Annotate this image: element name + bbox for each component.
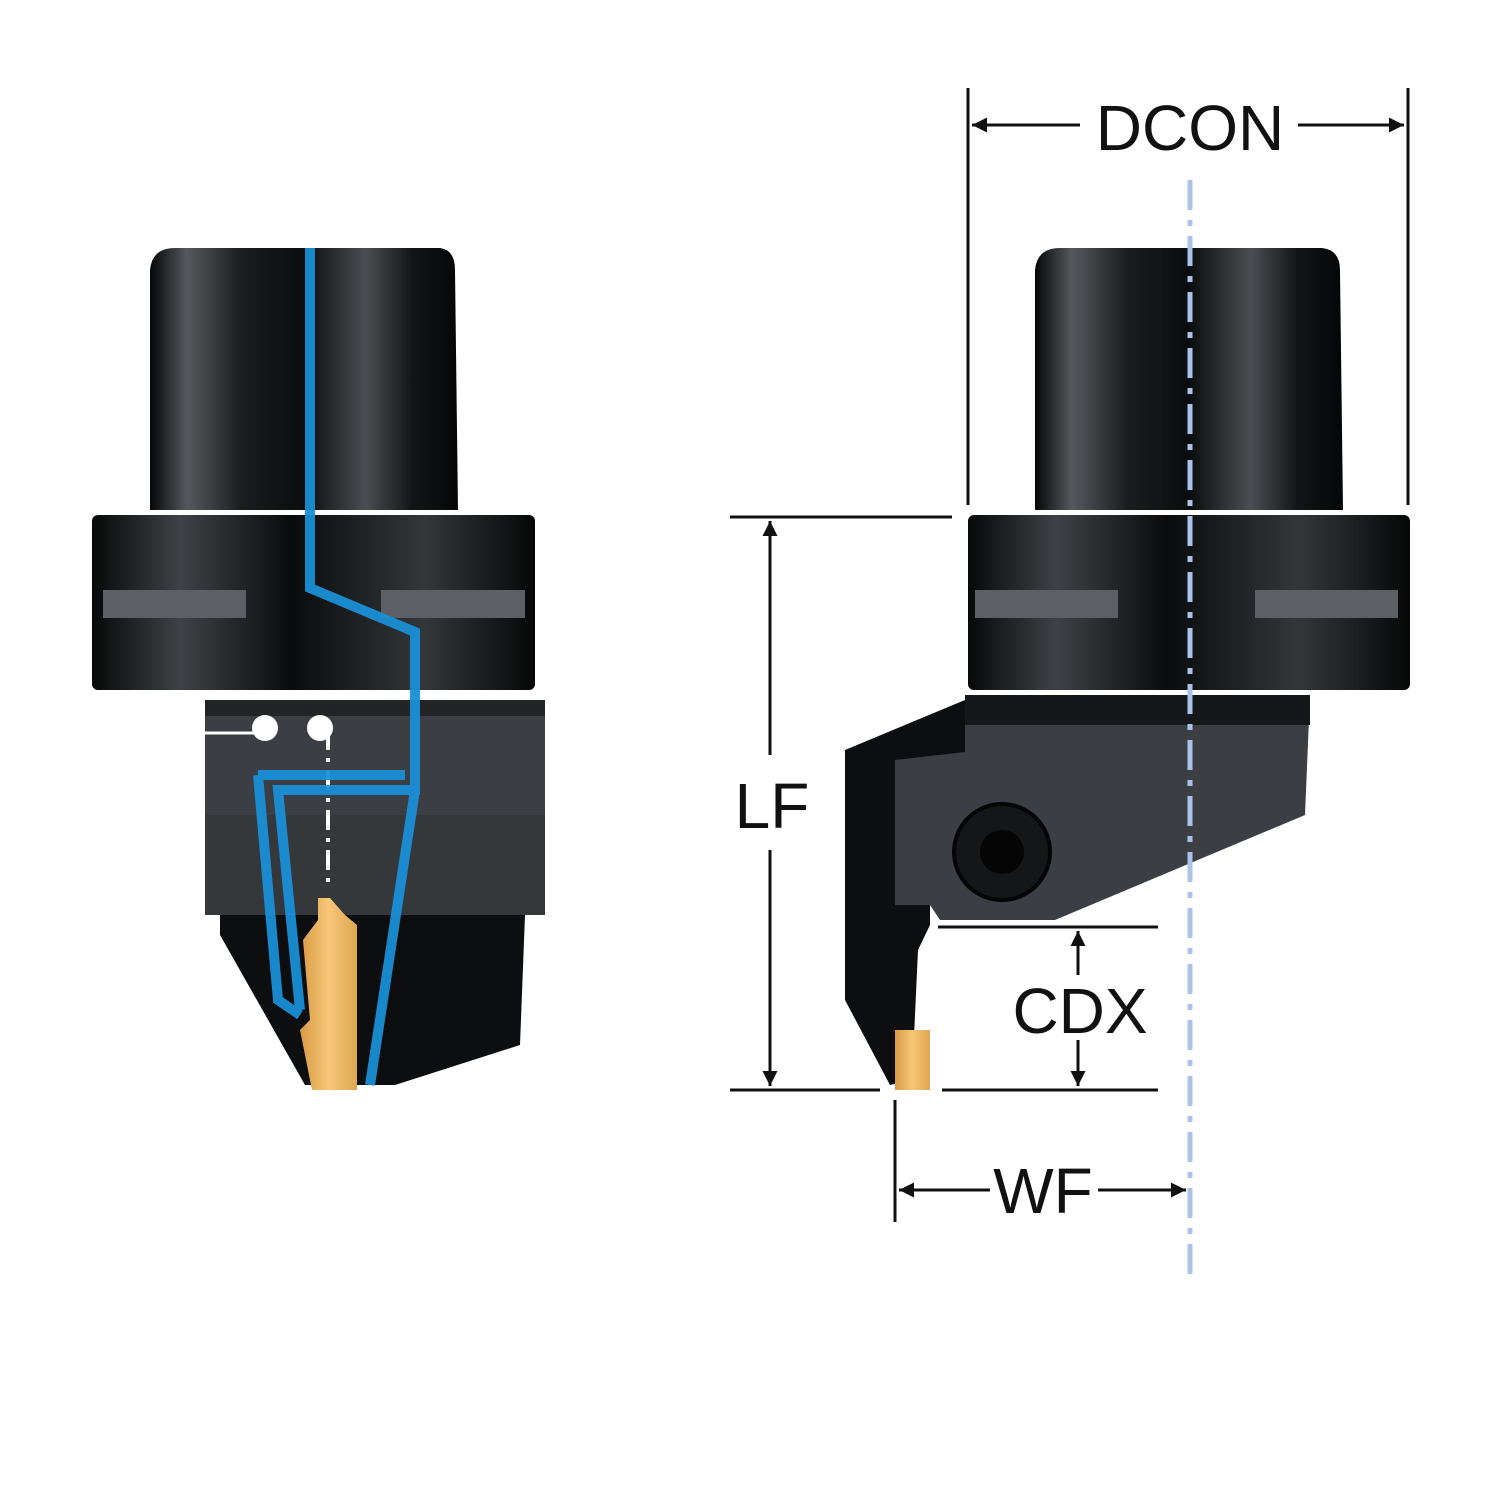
lf-label: LF <box>735 770 810 842</box>
pivot-hole <box>252 715 278 741</box>
dcon-label: DCON <box>1096 92 1284 164</box>
flange-slot-right <box>1255 590 1398 618</box>
coupling-cylinder <box>1035 248 1343 510</box>
dimension-lf <box>730 515 952 1092</box>
blade-block-lower <box>205 815 545 915</box>
flange <box>968 515 1410 690</box>
flange-slot-right <box>381 590 525 618</box>
coolant-channel <box>253 248 420 1086</box>
wf-label: WF <box>993 1155 1093 1227</box>
cdx-label: CDX <box>1012 975 1147 1047</box>
dimension-dcon <box>966 88 1410 505</box>
side-view <box>845 248 1410 1090</box>
cutting-insert <box>300 898 357 1090</box>
front-view <box>92 248 545 1090</box>
body-top-edge <box>965 695 1310 725</box>
coupling-cylinder <box>150 248 458 510</box>
flange-slot-left <box>103 590 246 618</box>
dimension-wf <box>893 1100 1186 1222</box>
blade <box>845 700 965 1085</box>
flange <box>92 515 535 690</box>
flange-slot-left <box>975 590 1118 618</box>
pivot-hole <box>307 715 333 741</box>
hex-socket-icon <box>980 830 1024 874</box>
cutting-insert <box>895 1030 930 1090</box>
dimension-cdx <box>938 925 1158 1092</box>
block-shadow <box>205 700 545 716</box>
